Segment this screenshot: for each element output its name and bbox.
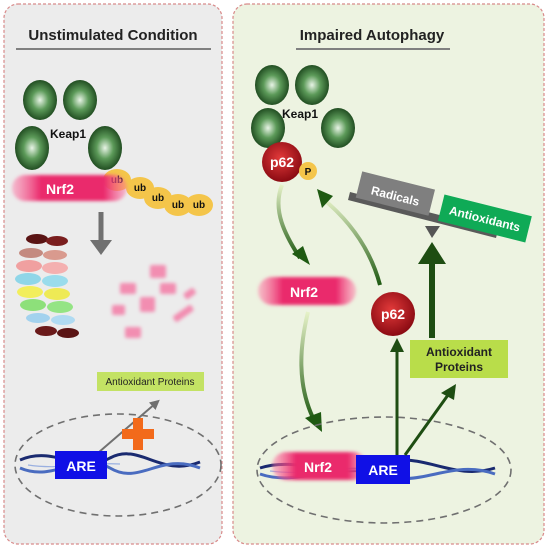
nrf2-left: Nrf2	[12, 175, 127, 201]
degraded-nrf2-fragments	[112, 265, 196, 338]
ub-bead	[164, 194, 192, 216]
keap1-label-left: Keap1	[50, 127, 86, 141]
are-label-right: ARE	[368, 462, 398, 478]
nrf2-shape	[12, 175, 127, 201]
right-panel-title: Impaired Autophagy	[300, 27, 445, 44]
keap1-label-right: Keap1	[282, 107, 318, 121]
left-panel-frame	[3, 3, 223, 545]
phosphate-bead	[299, 162, 317, 180]
antioxidants-box	[437, 194, 532, 243]
proteasome-icon	[15, 234, 79, 338]
p62-phospho: p62 P	[262, 142, 317, 182]
p62-free-label: p62	[381, 306, 405, 322]
keap1-complex-left: Keap1	[15, 80, 122, 170]
translocation-arrowhead	[305, 412, 322, 432]
ub-label: ub	[193, 200, 205, 211]
are-box-left	[55, 451, 107, 479]
block-cross-icon	[122, 418, 154, 450]
are-to-antioxidant-arrowhead	[441, 384, 456, 400]
antioxidant-proteins-line1: Antioxidant	[426, 345, 492, 359]
nrf2-free-shape	[258, 277, 356, 305]
nucleus-right	[256, 416, 512, 524]
keap1-subunit	[255, 65, 289, 105]
ub-label: ub	[172, 200, 184, 211]
antioxidant-proteins-line2: Proteins	[435, 360, 483, 374]
degradation-arrowhead	[90, 240, 112, 255]
antioxidant-proteins-box	[410, 340, 508, 378]
keap1-subunit	[251, 108, 285, 148]
release-arrow	[276, 184, 302, 260]
radicals-box	[355, 171, 436, 216]
keap1-subunit	[88, 126, 122, 170]
keap1-subunit	[295, 65, 329, 105]
p62-accumulation-arrowhead	[317, 189, 333, 208]
left-panel: Unstimulated Condition Keap1 ub ub ub ub…	[3, 3, 223, 545]
p62-label: p62	[270, 154, 294, 170]
nrf2-nuclear-shape	[272, 452, 367, 480]
p62-bound	[262, 142, 302, 182]
are-label-left: ARE	[66, 458, 96, 474]
keap1-subunit	[321, 108, 355, 148]
nucleus-left	[14, 413, 222, 517]
are-to-antioxidant-arrow	[403, 394, 450, 456]
keap1-subunit	[15, 126, 49, 170]
antioxidant-proteins-label-left: Antioxidant Proteins	[106, 377, 195, 388]
release-arrowhead	[292, 246, 310, 265]
keap1-complex-right: Keap1	[251, 65, 355, 148]
are-box-right	[356, 455, 410, 484]
translocation-arrow	[299, 311, 317, 423]
right-panel: Impaired Autophagy Keap1 p62 P Nrf2	[232, 3, 545, 545]
p62-accumulation-arrow	[320, 196, 382, 286]
balance-shift-arrowhead	[418, 242, 446, 264]
phosphate-label: P	[305, 167, 312, 178]
nrf2-nuclear-label: Nrf2	[304, 459, 332, 475]
ub-label: ub	[152, 193, 164, 204]
left-panel-title: Unstimulated Condition	[28, 27, 197, 44]
are-to-p62-arrowhead	[390, 338, 404, 352]
ub-label: ub	[134, 183, 146, 194]
balance-fulcrum	[425, 226, 440, 238]
keap1-subunit	[23, 80, 57, 120]
ub-bead	[185, 194, 213, 216]
p62-free	[371, 292, 415, 336]
nrf2-label-left: Nrf2	[46, 181, 74, 197]
nrf2-free-label: Nrf2	[290, 284, 318, 300]
keap1-subunit	[63, 80, 97, 120]
antioxidant-proteins-tag-left	[97, 372, 204, 391]
